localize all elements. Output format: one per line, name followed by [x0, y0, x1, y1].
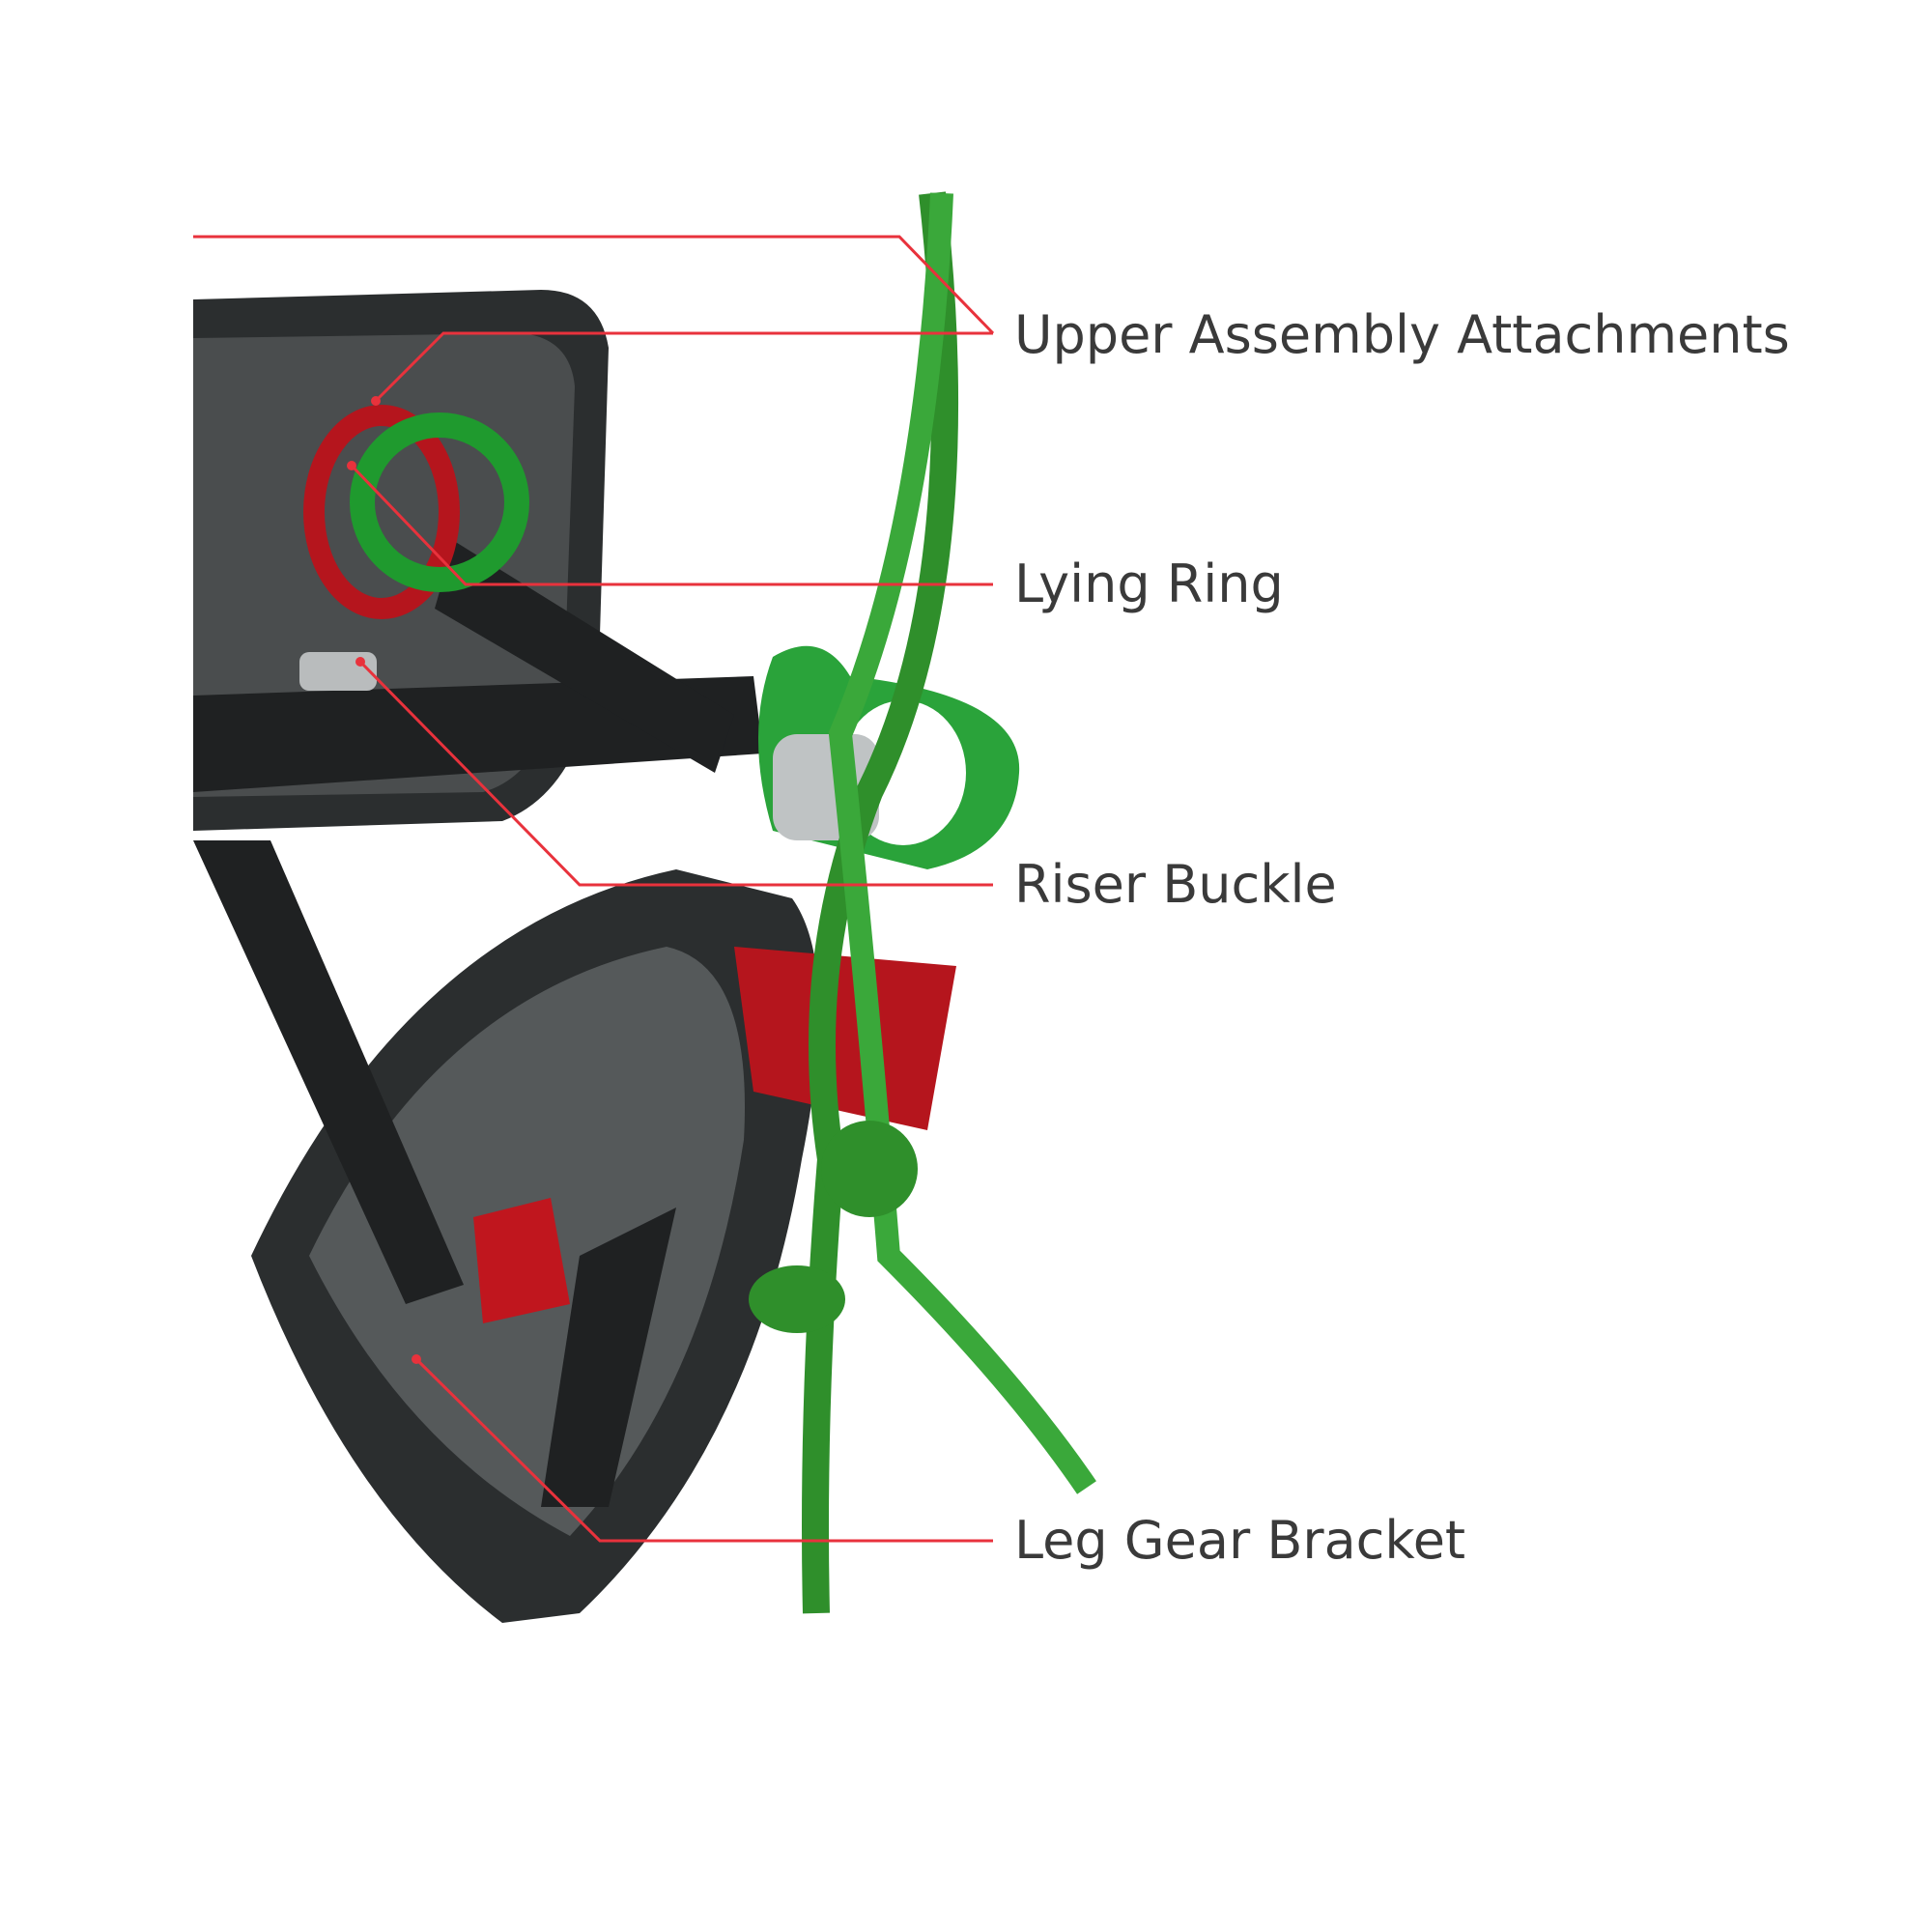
callout-upper-assembly-attachments: Upper Assembly Attachments	[1014, 304, 1790, 365]
callout-line-riser-buckle	[358, 660, 993, 887]
callout-lying-ring: Lying Ring	[1014, 554, 1284, 614]
callout-line-upper-assembly-top	[193, 235, 995, 335]
callout-line-leg-gear-bracket	[414, 1357, 993, 1543]
harness-image	[193, 191, 1096, 1623]
callout-line-lying-ring	[350, 464, 993, 586]
callout-riser-buckle: Riser Buckle	[1014, 854, 1337, 915]
callout-line-upper-assembly	[374, 331, 993, 403]
callout-leg-gear-bracket: Leg Gear Bracket	[1014, 1510, 1466, 1571]
